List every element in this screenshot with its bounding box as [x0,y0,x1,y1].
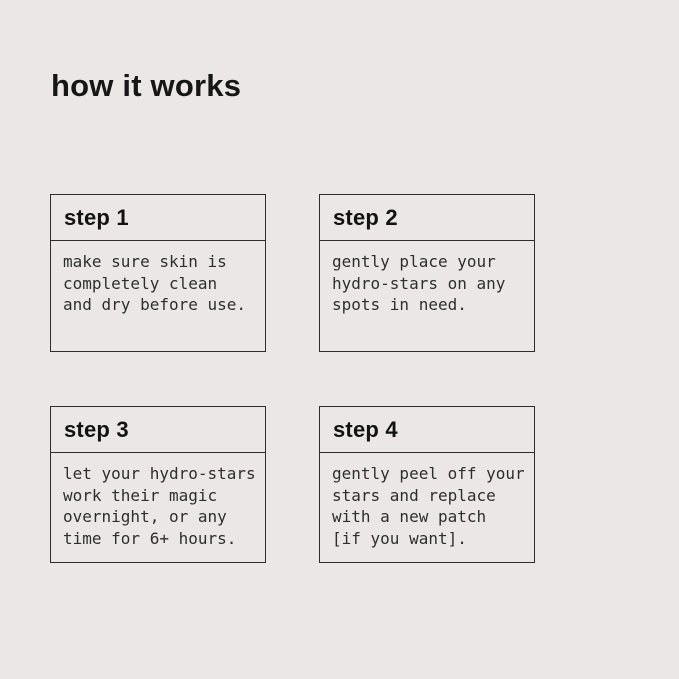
step-3-header: step 3 [51,407,265,453]
step-card-4: step 4 gently peel off your stars and re… [319,406,535,563]
step-4-label: step 4 [333,416,398,442]
step-card-2: step 2 gently place your hydro-stars on … [319,194,535,352]
step-card-3: step 3 let your hydro-stars work their m… [50,406,266,563]
step-4-description: gently peel off your stars and replace w… [332,464,525,548]
step-1-header: step 1 [51,195,265,241]
step-3-label: step 3 [64,416,129,442]
step-1-label: step 1 [64,204,129,230]
step-3-description: let your hydro-stars work their magic ov… [63,464,256,548]
step-2-description: gently place your hydro-stars on any spo… [332,252,506,314]
step-card-1: step 1 make sure skin is completely clea… [50,194,266,352]
step-2-label: step 2 [333,204,398,230]
step-2-header: step 2 [320,195,534,241]
step-4-header: step 4 [320,407,534,453]
page-title: how it works [51,68,242,103]
step-1-description: make sure skin is completely clean and d… [63,252,247,314]
